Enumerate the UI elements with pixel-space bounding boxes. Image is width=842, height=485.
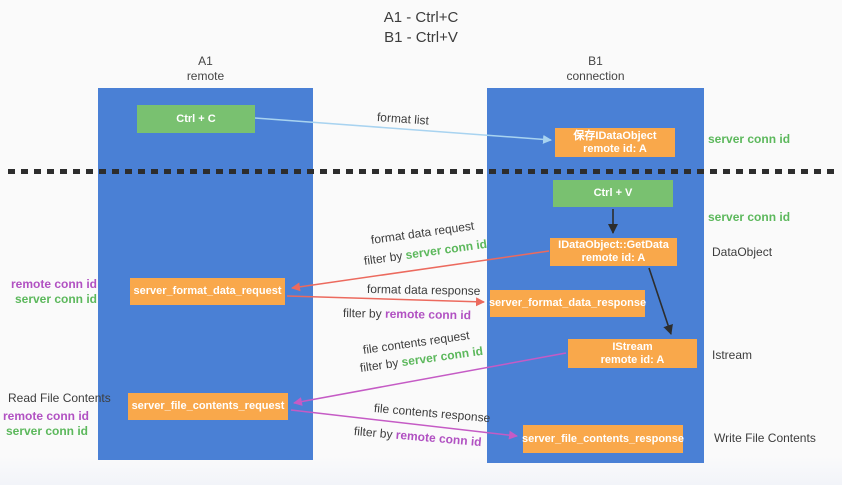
node-save-idataobject-line2: remote id: A [583,142,647,155]
filter-by-text: filter by [359,355,403,375]
right-label-dataobject: DataObject [712,245,773,259]
node-ctrl-v-label: Ctrl + V [593,187,633,199]
diagram-title: A1 - Ctrl+C B1 - Ctrl+V [0,8,842,48]
left-remote-conn-id-2: remote conn id [3,409,90,423]
server-conn-id-text: server conn id [404,236,488,263]
node-ctrl-v: Ctrl + V [553,180,673,207]
flow-label-format-list: format list [376,110,430,128]
title-line-a1: A1 - Ctrl+C [383,9,459,26]
node-server-format-data-request-label: server_format_data_request [133,285,282,297]
column-header-b1: B1 connection [487,54,704,84]
node-server-file-contents-response: server_file_contents_response [521,425,685,453]
node-idataobject-getdata-line1: IDataObject::GetData [558,239,669,251]
filter-by-text: filter by [363,248,407,268]
node-save-idataobject: 保存IDataObject remote id: A [555,128,675,157]
node-ctrl-c-label: Ctrl + C [176,112,216,125]
right-label-server-conn-id-2: server conn id [708,210,791,224]
right-label-server-conn-id-1: server conn id [708,132,791,146]
column-b1-subtitle: connection [566,69,625,83]
left-label-read-file-contents: Read File Contents [8,391,111,405]
node-server-file-contents-request-label: server_file_contents_request [131,400,285,412]
remote-conn-id-text: remote conn id [395,427,483,450]
left-server-conn-id-2: server conn id [5,424,88,438]
node-ctrl-c: Ctrl + C [137,105,255,133]
node-idataobject-getdata: IDataObject::GetData remote id: A [550,238,677,266]
node-idataobject-getdata-line2: remote id: A [581,252,646,264]
node-server-file-contents-request: server_file_contents_request [128,393,288,420]
node-istream-line1: IStream [612,340,653,353]
remote-conn-id-text: remote conn id [384,306,472,323]
node-server-file-contents-response-label: server_file_contents_response [521,432,685,445]
right-label-write-file-contents: Write File Contents [714,431,816,445]
filter-by-text: filter by [353,424,397,442]
title-line-b1: B1 - Ctrl+V [384,29,458,46]
left-server-conn-id-1: server conn id [14,292,97,306]
column-a1-subtitle: remote [186,69,225,83]
filter-by-text: filter by [342,306,386,321]
flow-label-filter-by-remote-1: filter by remote conn id [343,306,471,322]
node-server-format-data-request: server_format_data_request [130,278,285,305]
node-save-idataobject-line1: 保存IDataObject [573,129,657,142]
flow-label-format-data-response: format data response [366,282,481,298]
column-header-a1: A1 remote [98,54,313,84]
phase-separator-dashed-line [8,169,836,174]
flow-label-filter-by-remote-2: filter by remote conn id [353,424,482,449]
node-server-format-data-response-label: server_format_data_response [488,297,647,309]
node-istream: IStream remote id: A [568,339,697,368]
right-label-istream: Istream [712,348,753,362]
node-server-format-data-response: server_format_data_response [488,290,647,317]
node-istream-line2: remote id: A [600,353,665,366]
flow-label-file-contents-response: file contents response [373,401,491,426]
left-remote-conn-id-1: remote conn id [10,277,97,291]
column-b1-name: B1 [588,54,603,68]
column-a1-name: A1 [198,54,213,68]
left-label-conn-ids-1: remote conn id server conn id [10,277,97,307]
left-label-conn-ids-2: remote conn id server conn id [3,409,90,439]
